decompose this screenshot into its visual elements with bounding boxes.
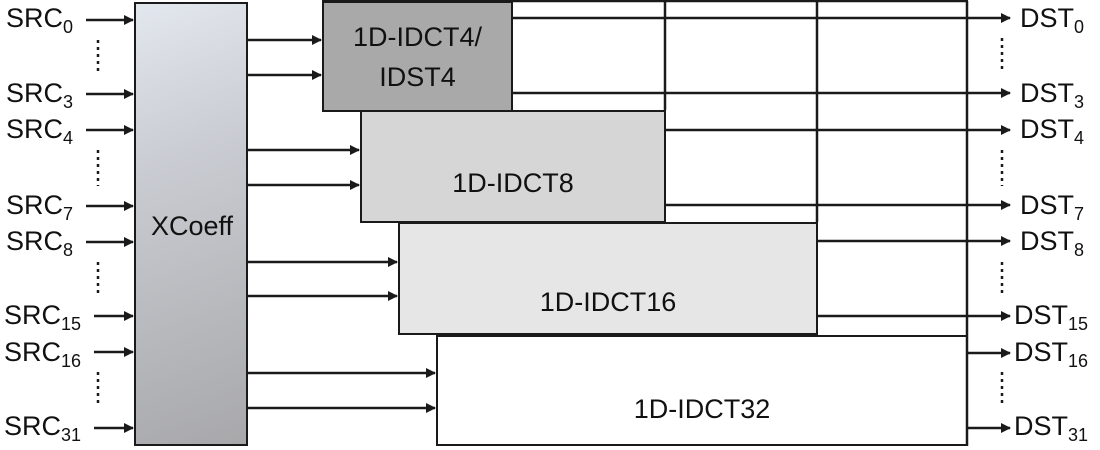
output-label-dst3: DST3 (1020, 78, 1085, 112)
idct16-block: 1D-IDCT16 (398, 222, 818, 335)
output-label-dst4: DST4 (1020, 114, 1085, 148)
input-label-src7: SRC7 (6, 190, 74, 224)
idct16-label: 1D-IDCT16 (539, 287, 677, 317)
idct32-label: 1D-IDCT32 (633, 394, 771, 424)
output-label-dst31: DST31 (1014, 411, 1089, 445)
idct8-label: 1D-IDCT8 (452, 168, 574, 198)
idct4-label-line2: IDST4 (379, 62, 456, 92)
output-label-dst7: DST7 (1020, 190, 1085, 224)
input-label-src31: SRC31 (4, 411, 82, 445)
output-label-dst15: DST15 (1014, 300, 1089, 334)
xcoeff-block: XCoeff (134, 2, 248, 446)
output-label-dst16: DST16 (1014, 337, 1089, 371)
idct32-block: 1D-IDCT32 (436, 335, 968, 446)
output-label-dst0: DST0 (1020, 3, 1085, 37)
idct4-label-line1: 1D-IDCT4/ (352, 22, 482, 52)
input-label-src16: SRC16 (4, 337, 82, 371)
output-label-dst8: DST8 (1020, 226, 1085, 260)
input-label-src3: SRC3 (6, 78, 74, 112)
xcoeff-label: XCoeff (150, 211, 234, 241)
input-label-src15: SRC15 (4, 300, 82, 334)
idct4-idst4-block: 1D-IDCT4/ IDST4 (322, 1, 513, 112)
input-label-src0: SRC0 (6, 3, 74, 37)
idct8-block: 1D-IDCT8 (360, 110, 666, 223)
input-label-src4: SRC4 (6, 114, 74, 148)
input-label-src8: SRC8 (6, 226, 74, 260)
